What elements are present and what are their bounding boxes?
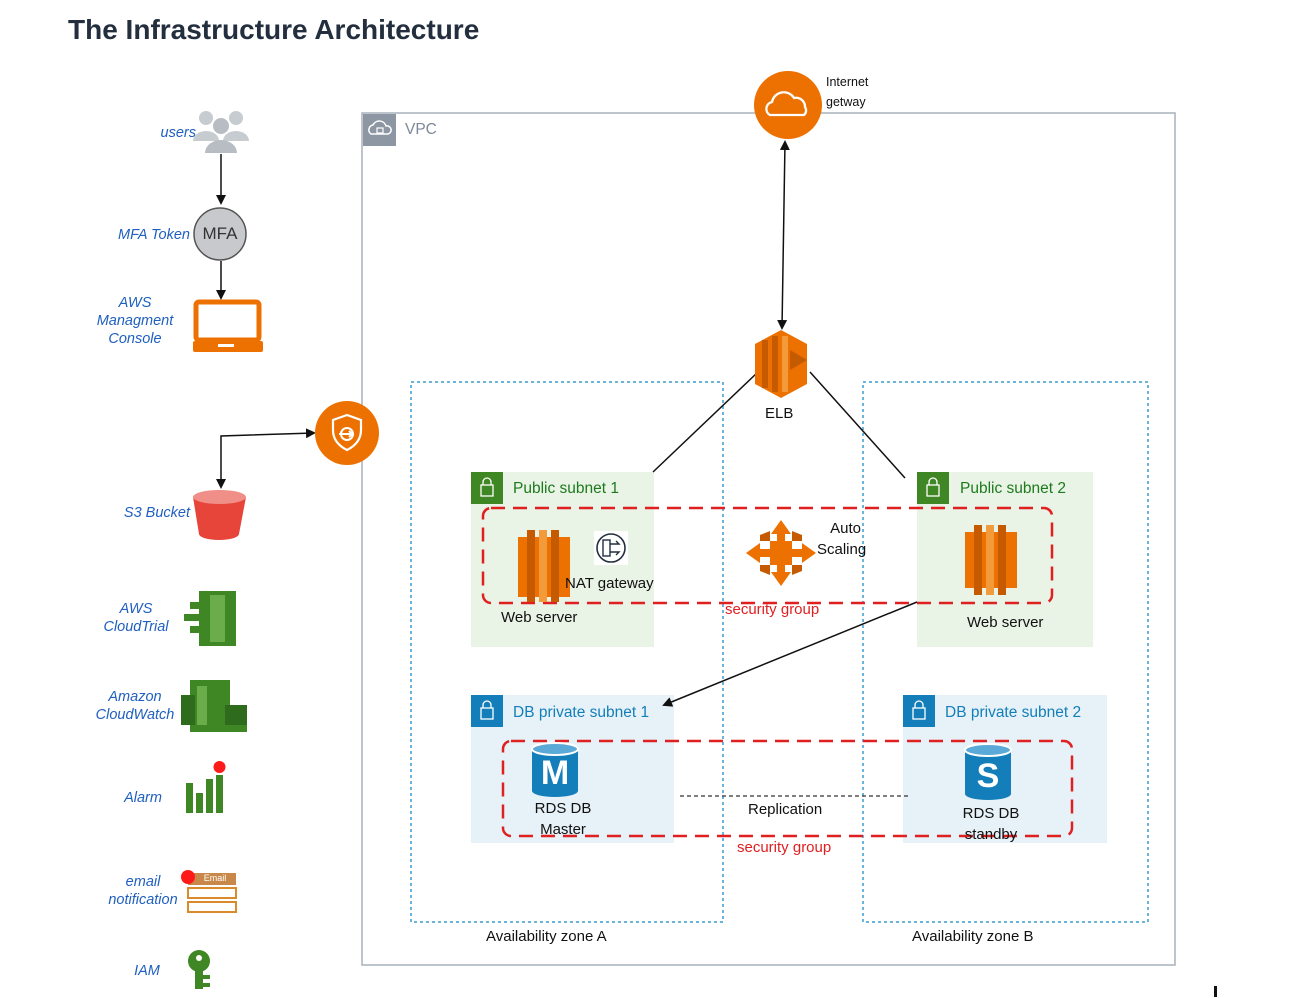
public-subnet-2-label: Public subnet 2: [960, 480, 1066, 497]
console-laptop-icon: [193, 299, 263, 352]
ec2-web-server-icon: [518, 530, 570, 602]
cloudwatch-label: Amazon CloudWatch: [95, 689, 175, 723]
web-to-db-arrow: [662, 601, 918, 707]
cloudtrail-icon: [184, 591, 236, 646]
mfa-token-label: MFA Token: [118, 227, 190, 243]
lock-icon: [471, 695, 503, 727]
s3-bucket-icon: [193, 490, 246, 540]
rds-standby-label: RDS DB standby: [962, 805, 1020, 843]
security-group-web-label: security group: [725, 601, 820, 618]
cloudtrail-label: AWS CloudTrial: [103, 601, 169, 635]
internet-gateway-icon: [754, 71, 822, 139]
auto-scaling-label: Auto Scaling: [817, 520, 867, 558]
internet-gateway-label: Internet getway: [826, 75, 869, 109]
elb-to-subnet2-line: [809, 371, 906, 479]
shield-endpoint-icon: [315, 401, 379, 465]
nat-gateway-label: NAT gateway: [565, 575, 654, 592]
igw-elb-arrow: [777, 140, 790, 330]
ec2-web-server-icon: [965, 525, 1017, 595]
availability-zone-a-label: Availability zone A: [486, 928, 607, 945]
iam-key-icon: [188, 950, 210, 989]
s3-bucket-label: S3 Bucket: [123, 505, 190, 521]
lock-icon: [903, 695, 935, 727]
elb-icon: [755, 330, 807, 398]
elb-to-subnet1-line: [652, 371, 759, 473]
auto-scaling-icon: [746, 520, 816, 586]
users-icon: [193, 111, 249, 153]
iam-label: IAM: [134, 963, 160, 979]
alarm-icon: [186, 761, 226, 813]
rds-master-badge: M: [540, 754, 570, 792]
web-server-2-label: Web server: [967, 614, 1044, 631]
email-notification-label: email notification: [108, 874, 178, 908]
security-group-web: [481, 506, 1054, 605]
page-title: The Infrastructure Architecture: [68, 14, 480, 45]
vpc-label: VPC: [405, 121, 437, 138]
mfa-badge-text: MFA: [202, 224, 238, 243]
mfa-token-icon: [193, 207, 247, 261]
elb-label: ELB: [765, 405, 794, 422]
availability-zone-a: [410, 381, 724, 923]
rds-standby-badge: S: [976, 757, 1000, 795]
db-private-subnet-2-label: DB private subnet 2: [945, 704, 1082, 721]
vpc-icon: [363, 114, 396, 146]
db-private-subnet-1-label: DB private subnet 1: [513, 704, 650, 721]
text-cursor: [1214, 986, 1217, 997]
replication-label: Replication: [748, 801, 823, 818]
security-group-db: [501, 739, 1074, 838]
console-label: AWS Managment Console: [96, 295, 174, 347]
cloudwatch-icon: [181, 680, 247, 732]
lock-icon: [917, 472, 949, 504]
users-label: users: [160, 125, 196, 141]
rds-master-icon: [531, 742, 579, 797]
availability-zone-b-label: Availability zone B: [912, 928, 1034, 945]
availability-zone-b: [862, 381, 1149, 923]
s3-shield-arrow: [216, 428, 316, 489]
web-server-1-label: Web server: [501, 609, 578, 626]
security-group-db-label: security group: [737, 839, 832, 856]
nat-gateway-icon: [594, 531, 628, 565]
email-badge-text: Email: [203, 873, 227, 883]
rds-master-label: RDS DB Master: [534, 800, 592, 838]
public-subnet-1-label: Public subnet 1: [513, 480, 619, 497]
email-notification-icon: [181, 870, 237, 913]
lock-icon: [471, 472, 503, 504]
rds-standby-icon: [964, 743, 1012, 800]
alarm-label: Alarm: [124, 790, 162, 806]
